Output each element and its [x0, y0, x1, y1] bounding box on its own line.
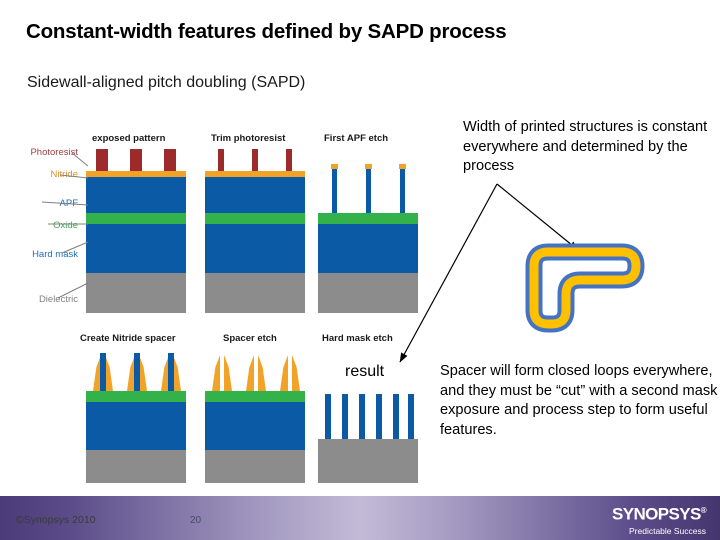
nitride-spacer — [212, 355, 220, 391]
stack-hard-mask-etch — [318, 349, 418, 483]
photoresist-line — [252, 149, 258, 171]
layer-oxide — [205, 213, 305, 224]
layer-label-hard-mask: Hard mask — [32, 249, 78, 260]
photoresist-line — [96, 149, 108, 171]
synopsys-logo: SYNOPSYS® Predictable Success — [611, 502, 707, 537]
nitride-spacer — [127, 355, 135, 391]
registered-trademark-icon: ® — [700, 506, 707, 515]
nitride-cap — [365, 164, 372, 169]
panel-title-hard-mask-etch: Hard mask etch — [322, 333, 393, 344]
apf-pillar — [366, 169, 371, 213]
panel-title-trim-photoresist: Trim photoresist — [211, 133, 286, 144]
panel-exposed-pattern: exposed pattern — [86, 128, 188, 318]
panel-title-spacer-etch: Spacer etch — [223, 333, 277, 344]
slide-number: 20 — [190, 515, 202, 526]
panel-create-nitride-spacer: Create Nitride spacer — [80, 328, 196, 483]
stack-trim-photoresist — [205, 149, 305, 313]
nitride-spacer — [224, 355, 232, 391]
panel-spacer-etch: Spacer etch — [205, 328, 315, 483]
panel-title-exposed-pattern: exposed pattern — [92, 133, 166, 144]
panel-hard-mask-etch: Hard mask etch — [318, 328, 428, 483]
copyright-text: ©Synopsys 2010 — [16, 514, 96, 526]
nitride-spacer — [93, 355, 101, 391]
layer-label-nitride: Nitride — [50, 169, 78, 180]
photoresist-line — [218, 149, 224, 171]
layer-hard-mask — [318, 224, 418, 273]
constant-width-loop-graphic — [525, 243, 645, 333]
sapd-process-diagram: Photoresist Nitride APF Oxide Hard mask … — [0, 128, 440, 483]
stack-spacer-etch — [205, 349, 305, 483]
layer-nitride — [205, 171, 305, 177]
slide-footer-bar — [0, 496, 720, 540]
photoresist-line — [286, 149, 292, 171]
hard-mask-fin — [408, 394, 414, 439]
loop-outline — [525, 243, 645, 333]
layer-hard-mask — [205, 224, 305, 273]
panel-title-create-nitride-spacer: Create Nitride spacer — [80, 333, 176, 344]
layer-hard-mask — [86, 402, 186, 450]
layer-dielectric — [318, 439, 418, 483]
layer-oxide — [318, 213, 418, 224]
slide-subtitle: Sidewall-aligned pitch doubling (SAPD) — [27, 74, 306, 91]
nitride-spacer — [161, 355, 169, 391]
slide-title: Constant-width features defined by SAPD … — [26, 20, 507, 43]
logo-wordmark: SYNOPSYS® — [611, 502, 707, 524]
arrow-to-loop — [496, 183, 579, 251]
layer-dielectric — [205, 273, 305, 313]
nitride-spacer — [246, 355, 254, 391]
photoresist-line — [130, 149, 142, 171]
logo-text: SYNOPSYS — [611, 504, 701, 524]
nitride-cap — [331, 164, 338, 169]
layer-hard-mask — [205, 402, 305, 450]
panel-trim-photoresist: Trim photoresist — [205, 128, 307, 318]
layer-label-dielectric: Dielectric — [38, 294, 78, 305]
nitride-spacer — [280, 355, 288, 391]
layer-dielectric — [318, 273, 418, 313]
stack-exposed-pattern — [86, 149, 186, 313]
layer-dielectric — [86, 273, 186, 313]
nitride-spacer — [292, 355, 300, 391]
layer-oxide — [86, 391, 186, 402]
hard-mask-fin — [393, 394, 399, 439]
nitride-spacer — [139, 355, 147, 391]
layer-oxide — [205, 391, 305, 402]
layer-hard-mask — [86, 224, 186, 273]
logo-tagline: Predictable Success — [628, 525, 706, 536]
photoresist-line — [164, 149, 176, 171]
layer-label-oxide: Oxide — [53, 220, 78, 231]
stack-first-apf-etch — [318, 149, 418, 313]
apf-pillar — [332, 169, 337, 213]
layer-nitride — [86, 171, 186, 177]
result-label: result — [345, 363, 385, 380]
hard-mask-fin — [376, 394, 382, 439]
stack-create-nitride-spacer — [86, 349, 186, 483]
apf-pillar — [134, 353, 140, 391]
nitride-spacer — [173, 355, 181, 391]
callout-closed-loops: Spacer will form closed loops everywhere… — [440, 363, 718, 438]
layer-label-apf: APF — [59, 198, 78, 209]
panel-first-apf-etch: First APF etch — [318, 128, 420, 318]
callout-width-constant: Width of printed structures is constant … — [463, 119, 708, 174]
hard-mask-fin — [325, 394, 331, 439]
layer-dielectric — [86, 450, 186, 483]
layer-apf — [86, 177, 186, 213]
apf-pillar — [400, 169, 405, 213]
apf-pillar — [168, 353, 174, 391]
hard-mask-fin — [359, 394, 365, 439]
apf-pillar — [100, 353, 106, 391]
nitride-cap — [399, 164, 406, 169]
nitride-spacer — [258, 355, 266, 391]
layer-dielectric — [205, 450, 305, 483]
nitride-spacer — [105, 355, 113, 391]
layer-label-photoresist: Photoresist — [30, 147, 78, 158]
panel-title-first-apf-etch: First APF etch — [324, 133, 389, 144]
layer-apf — [205, 177, 305, 213]
hard-mask-fin — [342, 394, 348, 439]
layer-oxide — [86, 213, 186, 224]
loop-core — [529, 247, 641, 329]
